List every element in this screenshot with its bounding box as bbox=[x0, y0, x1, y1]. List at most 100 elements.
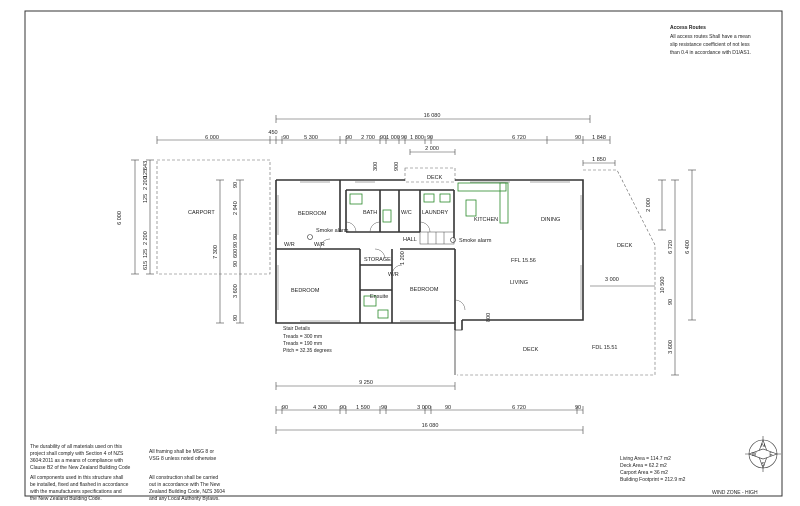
wardrobe-label: W/R bbox=[314, 242, 325, 248]
right-dimensions bbox=[590, 169, 696, 376]
dim-900: 900 bbox=[394, 162, 400, 171]
room-label-dining: DINING bbox=[541, 217, 560, 223]
dim-left-7300: 7 300 bbox=[213, 245, 219, 259]
dim-left-stack: 125 bbox=[143, 169, 149, 178]
dim-300: 300 bbox=[373, 162, 379, 171]
dim-bottom-seg: 90 bbox=[445, 405, 451, 411]
smoke-alarm-icon bbox=[450, 237, 456, 243]
note-line: and any Local Authority Bylaws. bbox=[149, 496, 220, 502]
notes-components: All components used in this structure sh… bbox=[30, 475, 129, 502]
dim-top-seg: 90 bbox=[283, 135, 289, 141]
dim-top-seg: 1 848 bbox=[592, 135, 606, 141]
dim-overall-top: 16 080 bbox=[424, 113, 441, 119]
area-line: Deck Area = 62.2 m2 bbox=[620, 463, 667, 469]
compass-n: N bbox=[761, 443, 765, 449]
dim-left-outer: 6 000 bbox=[117, 211, 123, 225]
dim-bottom-seg: 90 bbox=[381, 405, 387, 411]
top-dimensions bbox=[156, 115, 616, 166]
deck-edge bbox=[454, 322, 463, 375]
dim-left-stack: 643 bbox=[143, 161, 149, 170]
wardrobe-label: W/R bbox=[284, 242, 295, 248]
dim-top-seg: 90 bbox=[427, 135, 433, 141]
dim-left-stack: 125 bbox=[143, 249, 149, 258]
dim-deck-3000: 3 000 bbox=[605, 277, 619, 283]
dim-left-inner: 90 bbox=[233, 182, 239, 188]
deck-outlines bbox=[404, 167, 656, 376]
room-label-hall: HALL bbox=[403, 237, 417, 243]
wind-zone: WIND ZONE - HIGH bbox=[712, 490, 758, 496]
note-line: The durability of all materials used on … bbox=[30, 444, 122, 450]
area-line: Carport Area = 36 m2 bbox=[620, 470, 668, 476]
room-label-carport: CARPORT bbox=[188, 210, 215, 216]
note-line: with the manufacturers specifications an… bbox=[30, 489, 122, 495]
access-routes-line: slip resistance coefficient of not less bbox=[670, 42, 750, 48]
dim-left-inner: 600 bbox=[233, 249, 239, 258]
dim-bottom-seg: 4 300 bbox=[313, 405, 327, 411]
dim-bottom-seg: 6 720 bbox=[512, 405, 526, 411]
room-label-kitchen: KITCHEN bbox=[474, 217, 498, 223]
dim-left-stack: 2 200 bbox=[143, 176, 149, 190]
sheet-border bbox=[24, 10, 783, 497]
dim-right-10500: 10 500 bbox=[660, 277, 666, 294]
dim-top-seg: 1 000 bbox=[386, 135, 400, 141]
dim-left-inner: 3 600 bbox=[233, 284, 239, 298]
dim-top-seg: 90 bbox=[380, 135, 386, 141]
dim-right-3600: 3 600 bbox=[668, 340, 674, 354]
dim-450: 450 bbox=[268, 130, 277, 136]
note-line: Zealand Building Code, NZS 3604 bbox=[149, 489, 225, 495]
room-label-deck-bottom: DECK bbox=[523, 347, 539, 353]
dim-deck-1850: 1 850 bbox=[592, 157, 606, 163]
north-arrow-icon bbox=[745, 436, 781, 472]
note-line: All construction shall be carried bbox=[149, 475, 218, 481]
room-label-storage: STORAGE bbox=[364, 257, 391, 263]
stair-title: Stair Details bbox=[283, 326, 310, 332]
note-line: VSG 8 unless noted otherwise bbox=[149, 456, 216, 462]
dim-right-6400: 6 400 bbox=[685, 240, 691, 254]
stair-risers: Treads = 190 mm bbox=[283, 341, 322, 347]
dim-left-inner: 90 bbox=[233, 242, 239, 248]
dim-top-seg: 2 700 bbox=[361, 135, 375, 141]
dim-overall-bottom: 16 080 bbox=[422, 423, 439, 429]
door-swings bbox=[319, 221, 466, 311]
room-label-bedroom: BEDROOM bbox=[298, 211, 327, 217]
note-line: out in accordance with The New bbox=[149, 482, 220, 488]
area-line: Building Footprint = 212.9 m2 bbox=[620, 477, 686, 483]
dim-bottom-seg: 90 bbox=[575, 405, 581, 411]
dim-top-seg: 6 000 bbox=[205, 135, 219, 141]
level-fdl: FDL 15.51 bbox=[592, 345, 617, 351]
area-schedule: Living Area = 114.7 m2 Deck Area = 62.2 … bbox=[620, 456, 686, 483]
note-line: All framing shall be MSG 8 or bbox=[149, 449, 214, 455]
room-label-laundry: LAUNDRY bbox=[422, 210, 449, 216]
wardrobe-label: W/R bbox=[388, 272, 399, 278]
dim-top-seg: 90 bbox=[346, 135, 352, 141]
note-line: the New Zealand Building Code. bbox=[30, 496, 102, 502]
left-dimensions bbox=[131, 159, 244, 324]
dim-800: 800 bbox=[486, 313, 492, 322]
dim-bottom-9250: 9 250 bbox=[359, 380, 373, 386]
dim-top-seg: 5 300 bbox=[304, 135, 318, 141]
note-line: All components used in this structure sh… bbox=[30, 475, 123, 481]
dim-top-seg: 1 800 bbox=[410, 135, 424, 141]
access-routes-title: Access Routes bbox=[670, 25, 706, 31]
windows bbox=[277, 181, 582, 322]
dim-left-inner: 90 bbox=[233, 261, 239, 267]
notes-construction: All construction shall be carried out in… bbox=[149, 475, 225, 502]
room-label-bedroom: BEDROOM bbox=[291, 288, 320, 294]
stair-details: Stair Details Treads = 300 mm Treads = 1… bbox=[283, 326, 332, 354]
compass-s: S bbox=[761, 462, 765, 468]
level-ffl: FFL 15.56 bbox=[511, 258, 536, 264]
dim-left-inner: 90 bbox=[233, 234, 239, 240]
dim-bottom-seg: 3 000 bbox=[417, 405, 431, 411]
note-line: 3604:2011 as a means of compliance with bbox=[30, 458, 123, 464]
dim-top-seg: 90 bbox=[575, 135, 581, 141]
note-line: be installed, fixed and flashed in accor… bbox=[30, 482, 129, 488]
dim-top-seg: 6 720 bbox=[512, 135, 526, 141]
room-label-bedroom: BEDROOM bbox=[410, 287, 439, 293]
room-label-bath: BATH bbox=[363, 210, 377, 216]
fixtures bbox=[349, 182, 509, 319]
stair bbox=[419, 231, 455, 245]
smoke-alarm-label: Smoke alarm bbox=[316, 228, 349, 234]
dim-left-inner: 2 940 bbox=[233, 201, 239, 215]
compass-e: E bbox=[769, 452, 773, 458]
